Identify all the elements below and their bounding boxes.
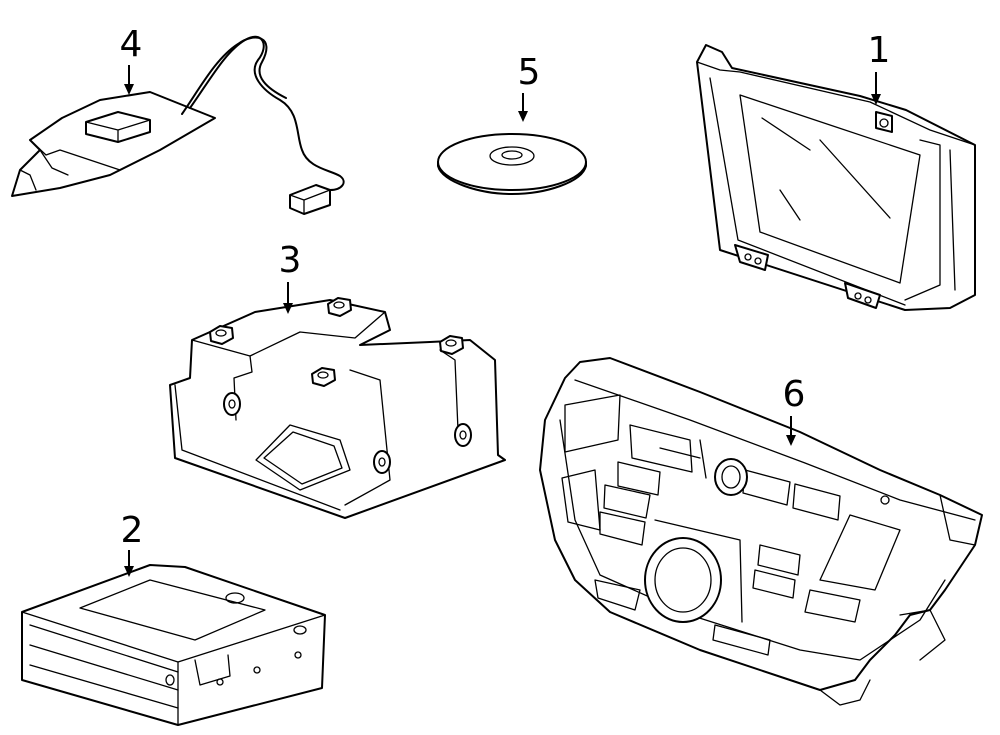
part-2-navigation-unit	[21, 564, 326, 726]
callout-3: 3	[279, 240, 302, 314]
part-1-display-screen	[696, 44, 976, 311]
callout-number: 4	[120, 24, 143, 65]
callout-number: 3	[279, 240, 302, 281]
callout-number: 5	[518, 52, 541, 93]
callout-1: 1	[868, 30, 891, 105]
bracket-nut	[327, 297, 352, 317]
callout-number: 2	[121, 510, 144, 551]
callout-number: 1	[868, 30, 891, 71]
callout-5: 5	[518, 52, 541, 122]
part-5-disc	[437, 133, 587, 195]
bracket-nut	[209, 325, 234, 345]
part-3-mounting-bracket	[169, 297, 506, 519]
callout-6: 6	[783, 374, 806, 446]
callout-2: 2	[121, 510, 144, 577]
callout-number: 6	[783, 374, 806, 415]
bracket-nut	[311, 367, 336, 387]
bracket-nut	[439, 335, 464, 355]
part-4-antenna-bracket	[11, 35, 345, 215]
part-6-control-panel	[539, 357, 983, 706]
panel-slot	[564, 394, 621, 453]
callout-4: 4	[120, 24, 143, 95]
